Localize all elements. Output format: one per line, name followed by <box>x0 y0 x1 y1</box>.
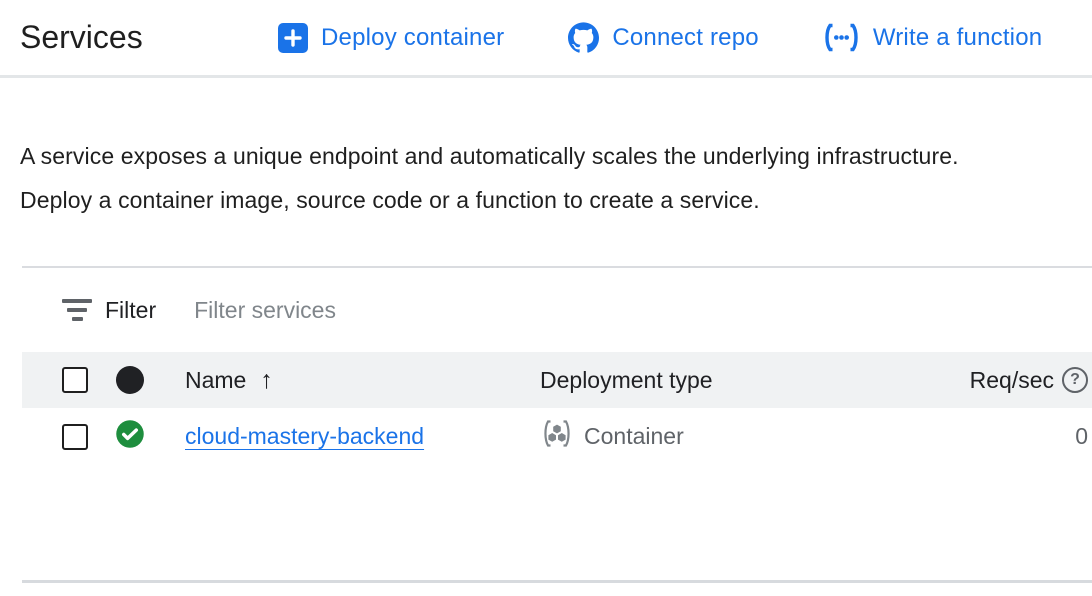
description-line-2: Deploy a container image, source code or… <box>20 187 760 213</box>
connect-repo-label: Connect repo <box>612 23 759 51</box>
row-status-cell <box>115 419 145 455</box>
table-row: cloud-mastery-backend Container 0 <box>22 408 1092 465</box>
name-column-label: Name <box>185 366 247 393</box>
filter-list-icon <box>62 299 92 321</box>
write-function-label: Write a function <box>872 23 1043 51</box>
row-req-sec-cell: 0 <box>900 423 1092 450</box>
services-description: A service exposes a unique endpoint and … <box>20 134 1092 222</box>
check-circle-icon <box>115 419 145 455</box>
row-select-checkbox[interactable] <box>62 423 88 450</box>
connect-repo-button[interactable]: Connect repo <box>568 22 759 53</box>
description-line-1: A service exposes a unique endpoint and … <box>20 143 959 169</box>
filter-label: Filter <box>105 296 157 323</box>
select-all-checkbox[interactable] <box>62 367 88 393</box>
deployment-type-value: Container <box>584 423 684 449</box>
write-function-button[interactable]: Write a function <box>823 23 1043 52</box>
req-sec-column-label: Req/sec <box>969 366 1054 393</box>
deploy-container-label: Deploy container <box>321 23 505 51</box>
filter-services-input[interactable] <box>194 296 1092 324</box>
filter-bar: Filter <box>22 268 1092 352</box>
page-action-bar: Services Deploy container Connect repo <box>0 0 1092 78</box>
help-circle-icon[interactable]: ? <box>1062 367 1088 393</box>
sort-ascending-icon[interactable]: ↑ <box>260 365 273 394</box>
service-name-link[interactable]: cloud-mastery-backend <box>185 423 425 449</box>
services-table: Filter Name ↑ Deployment type Req/sec ? <box>22 266 1092 583</box>
container-icon <box>540 419 574 454</box>
page-title: Services <box>20 19 143 55</box>
status-dot-icon <box>116 366 144 394</box>
deployment-type-column-label: Deployment type <box>540 366 713 393</box>
github-icon <box>568 22 600 53</box>
row-deployment-type-cell: Container <box>540 419 900 454</box>
req-sec-value: 0 <box>1075 423 1088 449</box>
row-checkbox-cell <box>62 423 88 450</box>
header-status-cell <box>115 366 145 394</box>
header-deployment-type-cell[interactable]: Deployment type <box>540 367 900 394</box>
deploy-container-button[interactable]: Deploy container <box>278 22 505 53</box>
table-header-row: Name ↑ Deployment type Req/sec ? <box>22 352 1092 408</box>
row-name-cell: cloud-mastery-backend <box>185 423 540 450</box>
header-name-cell[interactable]: Name ↑ <box>185 366 540 395</box>
plus-icon <box>278 22 308 53</box>
code-parens-icon <box>823 23 860 52</box>
header-req-sec-cell[interactable]: Req/sec ? <box>900 367 1092 394</box>
header-checkbox-cell <box>62 367 88 393</box>
